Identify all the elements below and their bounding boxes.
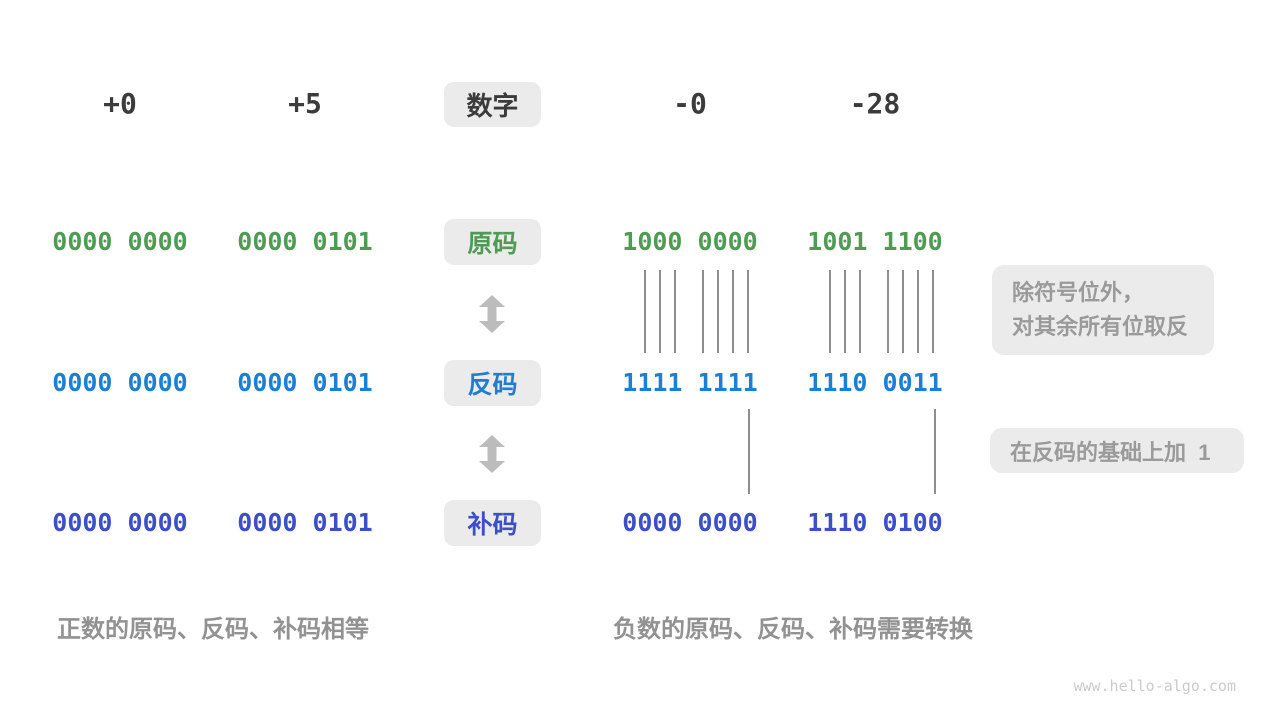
add-one-connector-line-minus28 [934,409,936,494]
sign-magnitude-value-plus0: 0000 0000 [52,227,188,256]
connector-line [829,270,831,353]
add-one-connector-line-minus0 [748,409,750,494]
ones-complement-value-minus0: 1111 1111 [622,368,758,397]
twos-complement-value-plus5: 0000 0101 [237,508,373,537]
header-number-minus0: -0 [673,87,707,120]
twos-complement-value-minus28: 1110 0100 [807,508,943,537]
sign-magnitude-badge: 原码 [444,219,541,265]
ones-complement-value-plus5: 0000 0101 [237,368,373,397]
twos-complement-value-plus0: 0000 0000 [52,508,188,537]
connector-line [902,270,904,353]
up-down-arrow-icon [479,435,505,473]
sign-magnitude-badge-text: 原码 [467,230,518,258]
header-number-plus5: +5 [288,87,322,120]
invert-bits-annotation-line1: 除符号位外， [1012,280,1145,305]
header-number-plus0: +0 [103,87,137,120]
connector-line [917,270,919,353]
invert-bits-annotation: 除符号位外， 对其余所有位取反 [992,265,1214,355]
site-watermark: www.hello-algo.com [1073,677,1236,695]
connector-line [747,270,749,353]
add-one-annotation-text: 在反码的基础上加 1 [1010,439,1211,465]
twos-complement-value-minus0: 0000 0000 [622,508,758,537]
ones-complement-value-plus0: 0000 0000 [52,368,188,397]
ones-complement-badge-text: 反码 [467,371,518,399]
ones-complement-value-minus28: 1110 0011 [807,368,943,397]
twos-complement-badge-text: 补码 [467,511,518,539]
connector-line [732,270,734,353]
up-down-arrow-icon [479,295,505,333]
sign-magnitude-value-minus0: 1000 0000 [622,227,758,256]
connector-line [659,270,661,353]
connector-line [887,270,889,353]
invert-bits-annotation-line2: 对其余所有位取反 [1012,314,1189,339]
connector-line [702,270,704,353]
sign-magnitude-value-plus5: 0000 0101 [237,227,373,256]
connector-line [644,270,646,353]
positive-numbers-caption: 正数的原码、反码、补码相等 [57,616,369,643]
ones-complement-badge: 反码 [444,360,541,406]
add-one-annotation: 在反码的基础上加 1 [990,428,1244,473]
connector-line [674,270,676,353]
connector-line [717,270,719,353]
connector-line [844,270,846,353]
number-label-text: 数字 [466,91,519,121]
connector-line [859,270,861,353]
number-label-badge: 数字 [444,82,541,127]
negative-numbers-caption: 负数的原码、反码、补码需要转换 [613,616,973,643]
header-number-minus28: -28 [849,87,901,120]
connector-line [932,270,934,353]
sign-magnitude-value-minus28: 1001 1100 [807,227,943,256]
twos-complement-badge: 补码 [444,500,541,546]
